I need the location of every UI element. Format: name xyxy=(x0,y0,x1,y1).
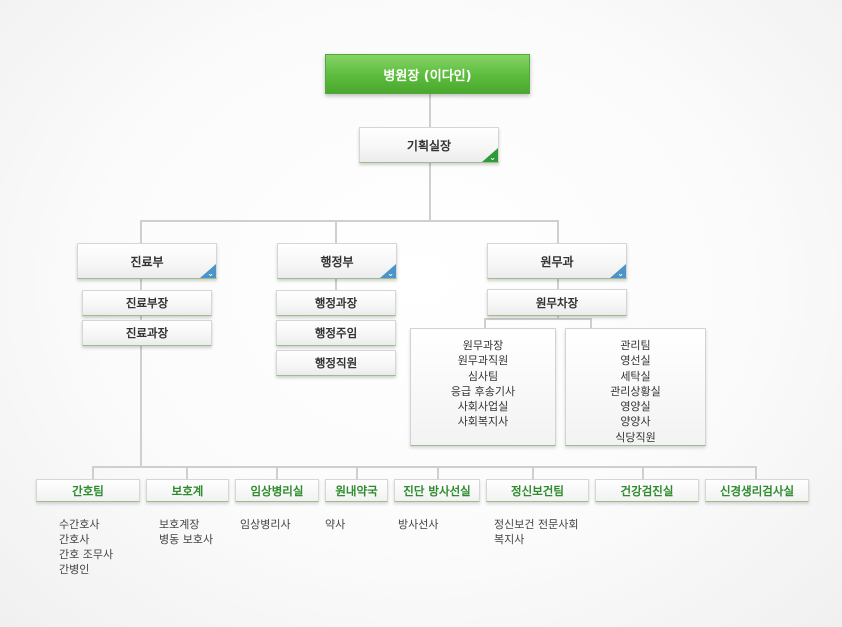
list-item: 원무과직원 xyxy=(457,354,509,368)
connector-line xyxy=(642,466,644,480)
member-text: 복지사 xyxy=(494,533,525,546)
connector-line xyxy=(429,162,431,221)
member-text: 약사 xyxy=(325,518,346,531)
connector-line xyxy=(484,318,486,329)
role-box[interactable]: 진료부장 xyxy=(82,290,212,316)
connector-line xyxy=(437,466,439,480)
connector-line xyxy=(590,318,592,329)
dept-admin-label: 행정부 xyxy=(320,254,354,269)
list-item: 원무과장 xyxy=(462,339,504,352)
list-item: 관리팀 xyxy=(620,339,651,352)
list-item: 심사팀 xyxy=(467,369,499,383)
connector-line xyxy=(140,220,559,222)
list-item: 식당직원 xyxy=(615,430,656,444)
team-members: 보호계장 병동 보호사 xyxy=(159,517,213,547)
team-members: 수간호사 간호사 간호 조무사 간병인 xyxy=(59,517,113,577)
connector-line xyxy=(484,318,592,320)
member-text: 간병인 xyxy=(59,563,90,576)
team-label: 정신보건팀 xyxy=(511,483,564,498)
team-box-mental-health[interactable]: 정신보건팀 xyxy=(486,479,589,502)
chevron-down-icon: ⌄ xyxy=(489,153,496,162)
planning-box[interactable]: 기획실장 ⌄ xyxy=(359,127,499,163)
affairs-deputy-label: 원무차장 xyxy=(535,295,579,310)
role-box[interactable]: 행정주임 xyxy=(276,320,396,346)
team-label: 원내약국 xyxy=(335,483,378,498)
chairman-box[interactable]: 병원장 (이다인) xyxy=(325,54,530,94)
planning-label: 기획실장 xyxy=(406,138,452,153)
team-label: 보호계 xyxy=(171,483,204,498)
list-item: 응급 후송기사 xyxy=(450,384,516,398)
role-box[interactable]: 행정과장 xyxy=(276,290,396,316)
member-text: 간호사 xyxy=(59,533,90,546)
list-item: 세탁실 xyxy=(620,369,651,383)
chevron-down-icon: ⌄ xyxy=(387,269,394,278)
list-item: 영양실 xyxy=(620,400,651,414)
connector-line xyxy=(140,278,142,466)
team-label: 진단 방사선실 xyxy=(403,483,471,498)
connector-line xyxy=(92,466,755,468)
connector-line xyxy=(532,466,534,480)
connector-line xyxy=(557,278,559,290)
role-label: 진료부장 xyxy=(125,296,169,310)
team-members: 방사선사 xyxy=(398,517,438,532)
dept-admin-box[interactable]: 행정부 ⌄ xyxy=(277,243,397,279)
team-box-lab[interactable]: 임상병리실 xyxy=(235,479,319,502)
member-text: 보호계장 xyxy=(159,518,200,531)
member-text: 방사선사 xyxy=(398,518,439,531)
member-text: 간호 조무사 xyxy=(59,548,114,561)
connector-line xyxy=(186,466,188,480)
connector-line xyxy=(92,466,94,480)
team-members: 임상병리사 xyxy=(240,517,291,532)
member-text: 수간호사 xyxy=(59,518,100,531)
list-item: 관리상황실 xyxy=(610,384,661,398)
list-item: 양양사 xyxy=(620,415,651,429)
team-box-security[interactable]: 보호계 xyxy=(146,479,229,502)
role-label: 행정과장 xyxy=(314,296,358,310)
connector-line xyxy=(276,466,278,480)
connector-line xyxy=(356,466,358,480)
team-label: 임상병리실 xyxy=(250,483,304,498)
connector-line xyxy=(557,220,559,244)
team-box-radiology[interactable]: 진단 방사선실 xyxy=(394,479,480,502)
role-label: 행정주임 xyxy=(314,326,358,340)
list-item: 사회복지사 xyxy=(457,415,509,429)
dept-affairs-label: 원무과 xyxy=(540,254,574,269)
affairs-left-list: 원무과장 원무과직원 심사팀 응급 후송기사 사회사업실 사회복지사 xyxy=(410,328,556,446)
team-box-checkup[interactable]: 건강검진실 xyxy=(595,479,699,502)
member-text: 정신보건 전문사회 xyxy=(494,518,579,531)
team-label: 간호팀 xyxy=(72,483,104,498)
team-label: 신경생리검사실 xyxy=(719,483,795,498)
member-text: 임상병리사 xyxy=(240,518,291,531)
list-item: 영선실 xyxy=(620,354,651,368)
connector-line xyxy=(335,220,337,244)
member-text: 병동 보호사 xyxy=(159,533,214,546)
affairs-deputy-box[interactable]: 원무차장 xyxy=(487,289,627,316)
team-members: 정신보건 전문사회 복지사 xyxy=(494,517,578,547)
chevron-down-icon: ⌄ xyxy=(207,269,214,278)
role-box[interactable]: 행정직원 xyxy=(276,350,396,376)
team-box-pharmacy[interactable]: 원내약국 xyxy=(325,479,388,502)
role-box[interactable]: 진료과장 xyxy=(82,320,212,346)
team-box-nursing[interactable]: 간호팀 xyxy=(36,479,140,502)
dept-medical-label: 진료부 xyxy=(130,254,164,269)
connector-line xyxy=(335,278,337,290)
connector-line xyxy=(140,220,142,244)
list-item: 사회사업실 xyxy=(457,400,509,414)
connector-line xyxy=(429,93,431,127)
dept-affairs-box[interactable]: 원무과 ⌄ xyxy=(487,243,627,279)
team-members: 약사 xyxy=(325,517,345,532)
chevron-down-icon: ⌄ xyxy=(617,269,624,278)
affairs-right-list: 관리팀 영선실 세탁실 관리상황실 영양실 양양사 식당직원 xyxy=(565,328,706,446)
team-label: 건강검진실 xyxy=(620,483,674,498)
connector-line xyxy=(755,466,757,480)
connector-line xyxy=(557,315,559,319)
role-label: 행정직원 xyxy=(314,356,358,370)
dept-medical-box[interactable]: 진료부 ⌄ xyxy=(77,243,217,279)
role-label: 진료과장 xyxy=(125,326,169,340)
team-box-neuro[interactable]: 신경생리검사실 xyxy=(705,479,809,502)
chairman-label: 병원장 (이다인) xyxy=(383,68,472,84)
